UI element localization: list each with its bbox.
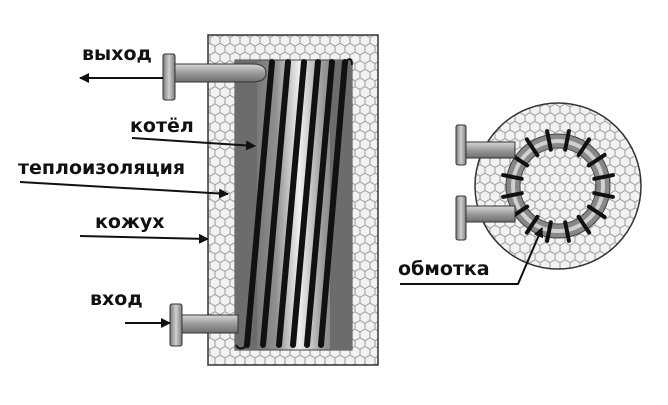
- ring-coil-tick: [592, 191, 615, 199]
- ring-coil-tick: [563, 220, 571, 243]
- label-insulation-text: теплоизоляция: [18, 157, 185, 179]
- coil-ends: [235, 58, 353, 350]
- boiler-shadow-right: [330, 60, 352, 350]
- ring-outlet-pipe: [455, 124, 516, 166]
- ring-coil-tick: [545, 129, 553, 152]
- ring-inlet-pipe: [455, 195, 516, 241]
- ring-coil-tick: [592, 173, 615, 181]
- label-winding: обмотка: [398, 227, 544, 285]
- ring-coil-tick: [576, 214, 592, 235]
- ring-coil-tick: [586, 152, 607, 168]
- ring-coil-tick: [501, 191, 524, 199]
- label-casing-text: кожух: [95, 211, 165, 233]
- ring-boiler-highlight: [511, 139, 605, 233]
- ring-coil-tick: [576, 137, 592, 158]
- arrow-winding: [400, 227, 544, 285]
- heater-top-view: [455, 102, 642, 270]
- ring-coil-tick: [524, 137, 540, 158]
- ring-coil-tick: [545, 220, 553, 243]
- label-boiler-text: котёл: [130, 115, 194, 137]
- ring-coil-tick: [524, 214, 540, 235]
- ring-coil-tick: [501, 173, 524, 181]
- label-input-text: вход: [90, 288, 143, 310]
- label-input: вход: [90, 288, 171, 328]
- coil-winding: [244, 59, 348, 348]
- label-output-text: выход: [82, 43, 152, 65]
- arrow-insulation: [19, 181, 229, 199]
- label-winding-text: обмотка: [398, 258, 490, 280]
- boiler-shadow-left: [235, 60, 257, 350]
- label-insulation: теплоизоляция: [18, 157, 229, 199]
- label-boiler: котёл: [130, 115, 256, 151]
- ring-boiler-inner: [519, 147, 597, 225]
- arrow-boiler: [131, 137, 256, 151]
- ring-coil-tick: [563, 129, 571, 152]
- ring-coil-tick: [586, 204, 607, 220]
- arrow-casing: [79, 233, 209, 244]
- heater-side-view: [162, 34, 379, 366]
- label-casing: кожух: [79, 211, 209, 244]
- label-output: выход: [79, 43, 163, 83]
- ring-coil-winding: [501, 129, 615, 243]
